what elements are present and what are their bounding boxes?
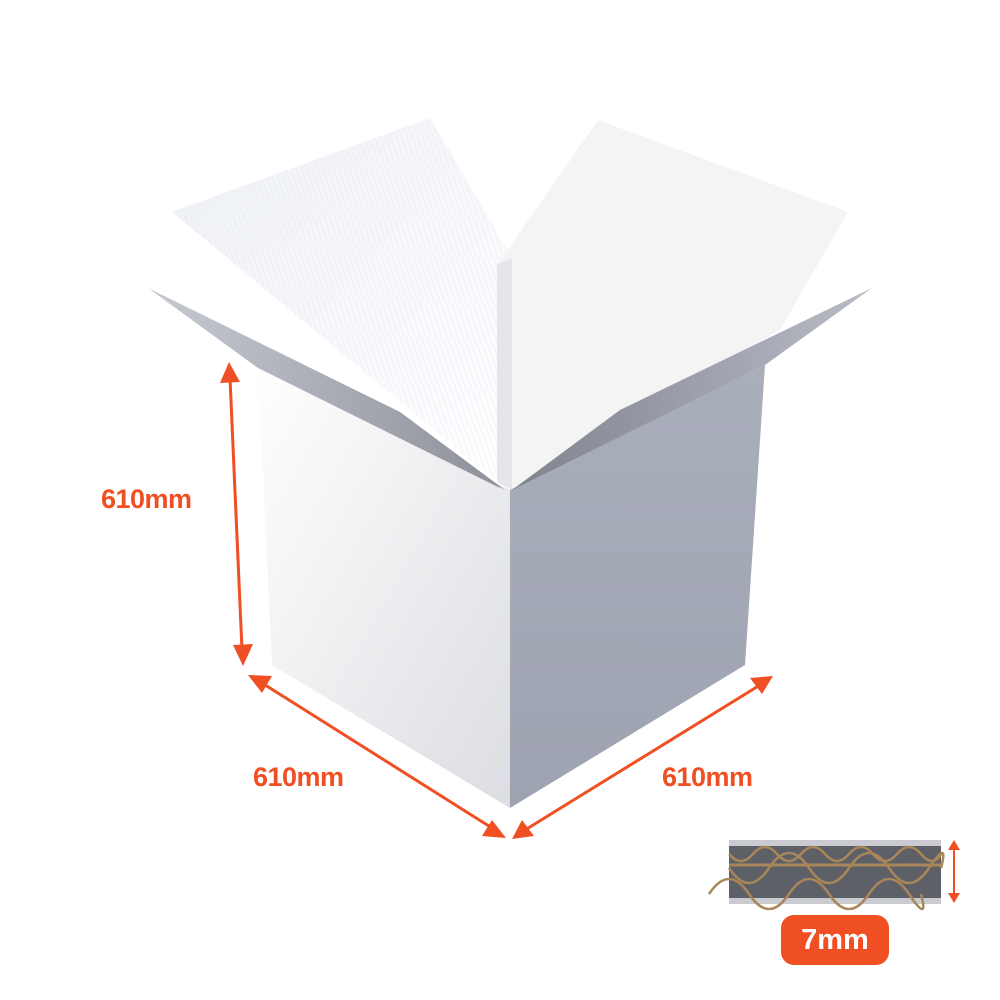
height-dimension-arrow xyxy=(220,362,253,666)
width-label: 610mm xyxy=(662,762,753,792)
front-right-flap xyxy=(512,288,872,490)
back-left-flap-texture xyxy=(172,118,512,482)
width-dimension-arrow xyxy=(512,676,773,839)
length-dimension-arrow xyxy=(248,675,506,838)
box-front-right-face xyxy=(510,365,765,808)
box-front-left-face xyxy=(258,365,510,808)
back-right-flap xyxy=(497,120,848,490)
corrugated-board-cross-section xyxy=(709,840,945,909)
thickness-arrow xyxy=(948,840,960,903)
thickness-badge: 7mm xyxy=(781,915,889,965)
inner-back-wall xyxy=(497,258,512,490)
front-left-flap-main xyxy=(148,288,505,490)
height-label: 610mm xyxy=(101,484,192,514)
length-label: 610mm xyxy=(253,762,344,792)
